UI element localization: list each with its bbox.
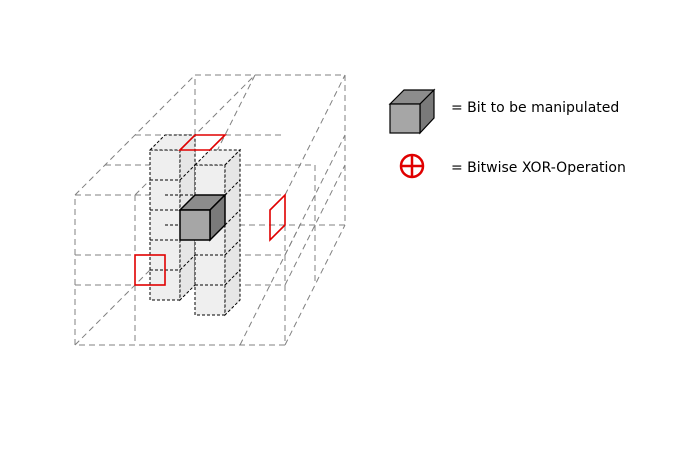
xor-front-face-outline (134, 254, 166, 286)
xor-right-face-outline (269, 193, 286, 242)
manipulated-bit-cube (178, 193, 227, 242)
legend-bit-entry: = Bit to be manipulated (388, 88, 619, 135)
legend-xor-label: = Bitwise XOR-Operation (451, 160, 626, 176)
circled-plus-icon (399, 153, 425, 179)
xor-parity-outlines (134, 134, 286, 286)
gray-cube-icon (388, 88, 436, 135)
legend-xor-entry: = Bitwise XOR-Operation (399, 153, 626, 179)
xor-top-face-outline (178, 134, 227, 151)
legend-bit-label: = Bit to be manipulated (451, 100, 619, 116)
right-cube-column (193, 148, 242, 317)
